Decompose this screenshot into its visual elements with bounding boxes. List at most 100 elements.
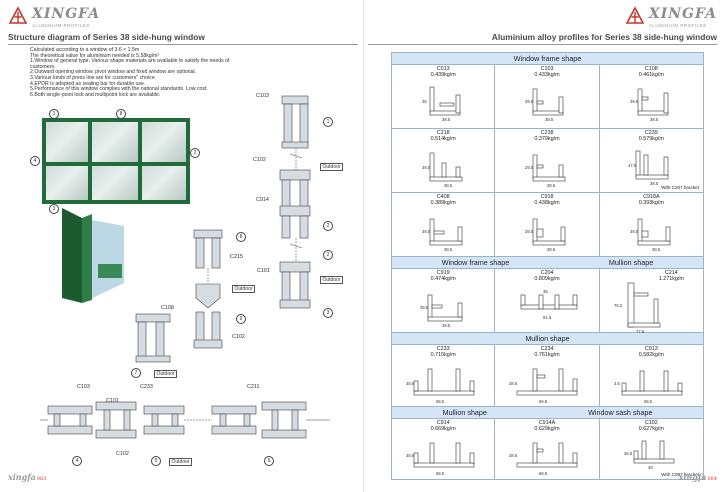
label-c233: C233 bbox=[140, 384, 153, 390]
label-c211: C211 bbox=[247, 384, 260, 390]
glass-pane bbox=[92, 166, 138, 200]
profile-corner-photo bbox=[62, 208, 124, 303]
bracket-note: With C207 bracket bbox=[661, 185, 699, 190]
label-c101: C101 bbox=[106, 398, 119, 404]
outdoor-tag: Outdoor bbox=[154, 370, 178, 378]
svg-text:39.5: 39.5 bbox=[630, 99, 639, 104]
marker-6: 6 bbox=[264, 456, 274, 466]
profile-c233-drawing: 38.566.5 bbox=[406, 368, 475, 404]
svg-text:81.5: 81.5 bbox=[543, 315, 552, 320]
svg-text:35: 35 bbox=[543, 289, 548, 294]
notes-block: Calculated according to a window of 3.6 … bbox=[30, 47, 245, 98]
svg-text:38.5: 38.5 bbox=[442, 323, 451, 328]
brand-text: XINGFA ALUMINIUM PROFILES bbox=[649, 5, 717, 28]
profile-c918-drawing: 39.538.5 bbox=[525, 218, 566, 252]
svg-text:38.5: 38.5 bbox=[406, 453, 415, 458]
profile-c913-drawing: 3.566.5 bbox=[614, 370, 682, 404]
profile-c234-drawing: 38.566.5 bbox=[509, 368, 578, 404]
horizontal-section-drawing bbox=[40, 401, 330, 439]
svg-text:38.5: 38.5 bbox=[509, 453, 518, 458]
note-line: 6.Both single-point lock and multipoint … bbox=[30, 91, 161, 98]
svg-text:38.5: 38.5 bbox=[509, 381, 518, 386]
profile-c238-drawing: 29.538.5 bbox=[525, 154, 566, 188]
brand-subtitle: ALUMINIUM PROFILES bbox=[648, 22, 707, 28]
page-footer: xingfa084 bbox=[679, 472, 717, 482]
label-c102: C102 bbox=[232, 334, 245, 340]
footer-brand: xingfa bbox=[678, 472, 707, 482]
svg-text:39.5: 39.5 bbox=[525, 99, 534, 104]
marker-4: 4 bbox=[72, 456, 82, 466]
svg-text:38.5: 38.5 bbox=[547, 183, 556, 188]
profile-c103-drawing: 39.5 38.5 bbox=[525, 88, 564, 122]
c108-section-drawing bbox=[135, 313, 171, 363]
profile-c218-drawing: 39.538.5 bbox=[422, 152, 463, 188]
svg-text:38.5: 38.5 bbox=[442, 117, 451, 122]
svg-text:38.5: 38.5 bbox=[547, 247, 556, 252]
page-number: 083 bbox=[36, 476, 47, 482]
label-c102: C102 bbox=[253, 157, 266, 163]
svg-text:38.5: 38.5 bbox=[650, 117, 659, 122]
svg-text:38.5: 38.5 bbox=[624, 451, 633, 456]
note-line: Calculated according to a window of 3.6 … bbox=[30, 47, 140, 53]
svg-text:38.5: 38.5 bbox=[652, 247, 661, 252]
svg-text:35: 35 bbox=[422, 99, 427, 104]
profile-c918a-drawing: 39.538.5 bbox=[630, 218, 670, 252]
glass-pane bbox=[46, 166, 88, 200]
svg-text:38.5: 38.5 bbox=[650, 181, 659, 186]
label-c102: C102 bbox=[116, 451, 129, 457]
section-header: Window frame shape Mullion shape bbox=[392, 257, 703, 269]
profile-c013-drawing: 35 38.5 bbox=[422, 86, 461, 122]
note-line: 2.Outward opening window, pivot window a… bbox=[30, 69, 197, 76]
outdoor-tag: Outdoor bbox=[320, 276, 344, 284]
section-mullion: Mullion shape bbox=[442, 408, 487, 417]
svg-text:3.5: 3.5 bbox=[614, 381, 620, 386]
brand-text: XINGFA ALUMINIUM PROFILES bbox=[32, 5, 100, 28]
window-photo bbox=[42, 118, 190, 204]
label-c215: C215 bbox=[230, 254, 243, 260]
outdoor-tag: Outdoor bbox=[320, 163, 344, 171]
section-header: Window frame shape bbox=[392, 53, 703, 65]
svg-text:48: 48 bbox=[648, 465, 653, 470]
marker-4: 4 bbox=[30, 156, 40, 166]
section-header: Mullion shape Window sash shape bbox=[392, 407, 703, 419]
svg-text:39.5: 39.5 bbox=[422, 165, 431, 170]
svg-text:39.5: 39.5 bbox=[420, 305, 429, 310]
svg-text:77.6: 77.6 bbox=[636, 329, 645, 334]
marker-3: 3 bbox=[323, 308, 333, 318]
note-line: 5.Performance of this window complies wi… bbox=[30, 86, 208, 93]
marker-1: 1 bbox=[323, 117, 333, 127]
marker-9: 9 bbox=[236, 314, 246, 324]
glass-pane bbox=[142, 166, 186, 200]
right-page: XINGFA ALUMINIUM PROFILES Aluminium allo… bbox=[363, 0, 725, 492]
section-mullion: Mullion shape bbox=[608, 258, 654, 267]
section-window-sash: Window sash shape bbox=[588, 408, 653, 417]
svg-text:39.5: 39.5 bbox=[422, 229, 431, 234]
svg-text:38.5: 38.5 bbox=[545, 117, 554, 122]
profile-c919-drawing: 39.5 38.5 bbox=[420, 294, 463, 328]
svg-text:38.5: 38.5 bbox=[444, 247, 453, 252]
